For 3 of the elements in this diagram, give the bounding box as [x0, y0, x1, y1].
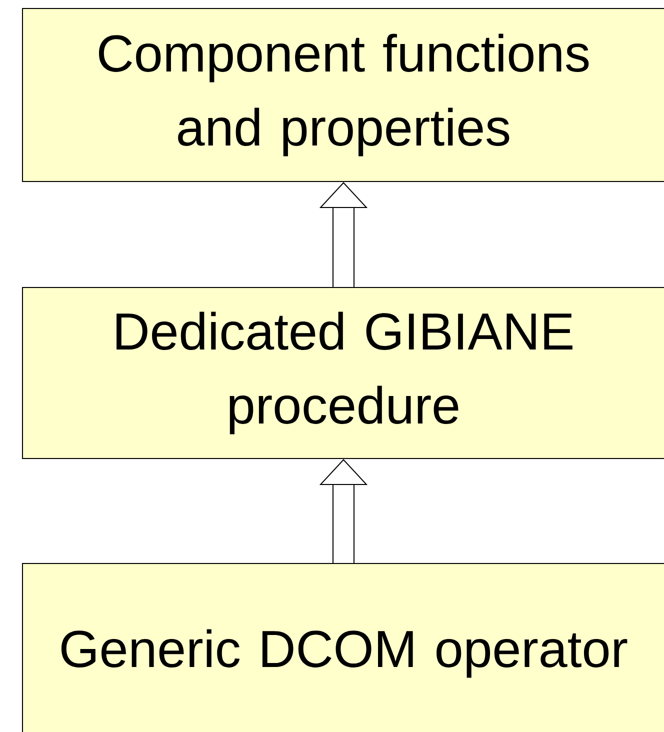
process-box: Generic DCOM operator — [22, 563, 664, 732]
process-box: Component functions and properties — [22, 8, 664, 182]
process-box: Dedicated GIBIANE procedure — [22, 287, 664, 459]
